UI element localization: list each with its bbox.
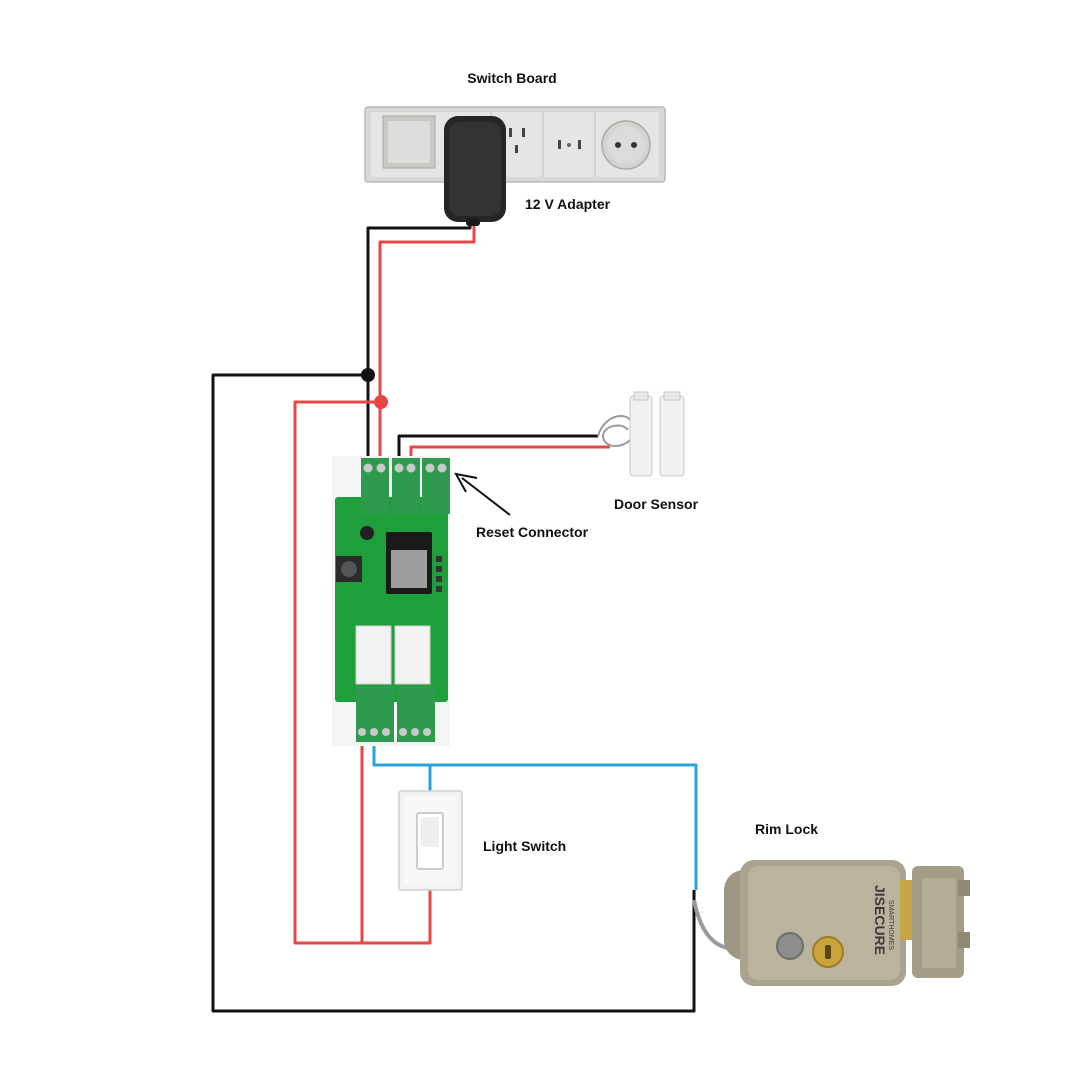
terminal-blocks-top: [361, 458, 450, 514]
switch-board-label: Switch Board: [467, 70, 556, 86]
door-sensor-cable-loop: [597, 415, 636, 447]
rim-lock: JISECURE SMARTHOMES: [724, 860, 970, 986]
door-sensor-magnet: [629, 395, 653, 477]
light-switch: [398, 790, 463, 891]
relay-1: [355, 625, 392, 685]
door-sensor-label: Door Sensor: [614, 496, 699, 512]
reset-connector-label: Reset Connector: [476, 524, 589, 540]
socket-round: [601, 120, 651, 170]
rim-lock-label: Rim Lock: [755, 821, 818, 837]
socket-three-pin: [509, 128, 525, 153]
power-adapter: [444, 116, 506, 226]
black-wire-lock-loop: [211, 373, 696, 1013]
lock-cable: [692, 899, 729, 950]
socket-two-pin: [558, 140, 581, 149]
black-junction-dot: [361, 368, 375, 382]
rim-lock-knob: [776, 932, 804, 960]
header-pins: [436, 556, 442, 592]
door-sensor-switch: [659, 395, 685, 477]
blue-wire-relay: [372, 742, 698, 890]
rim-lock-brand: JISECURE: [872, 885, 888, 955]
red-wire-left-loop: [293, 400, 432, 945]
red-wire-adapter: [378, 222, 476, 468]
terminal-blocks-bottom: [356, 686, 435, 742]
switch-board: [364, 106, 666, 226]
light-switch-label: Light Switch: [483, 838, 566, 854]
black-wire-adapter: [366, 222, 472, 468]
relay-2: [394, 625, 431, 685]
relay-board: [332, 456, 450, 746]
adapter-label: 12 V Adapter: [525, 196, 611, 212]
reset-connector-arrow: [454, 472, 511, 516]
red-junction-dot: [374, 395, 388, 409]
rim-lock-brand-tagline: SMARTHOMES: [887, 900, 894, 950]
door-sensor: [597, 391, 685, 477]
wires: [211, 222, 729, 1013]
